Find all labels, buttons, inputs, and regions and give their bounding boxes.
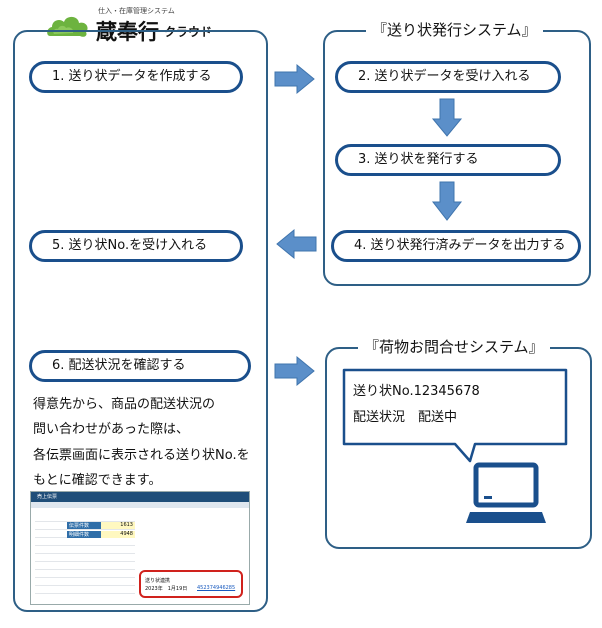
step-6-check-delivery: 6. 配送状況を確認する xyxy=(29,350,251,382)
send-slip-system-title: 『送り状発行システム』 xyxy=(366,19,543,40)
thumbnail-toolbar xyxy=(31,502,249,508)
tracking-highlight: 送り状連携 2023年 1月19日 452374946285 xyxy=(139,570,243,598)
description-line-1: 得意先から、商品の配送状況の xyxy=(33,397,216,412)
thumbnail-value-2: 4948 xyxy=(101,531,135,538)
step-2-receive-data: 2. 送り状データを受け入れる xyxy=(335,61,561,93)
bubble-delivery-status: 配送状況 配送中 xyxy=(353,410,458,425)
thumbnail-value-1: 1613 xyxy=(101,522,135,529)
step-4-output-data: 4. 送り状発行済みデータを出力する xyxy=(331,230,581,262)
description-line-3: 各伝票画面に表示される送り状No.を xyxy=(33,448,250,463)
thumbnail-label-2: 明細件数 xyxy=(67,531,101,538)
tracking-label: 送り状連携 xyxy=(145,578,171,584)
arrow-right-1-to-2 xyxy=(274,63,315,95)
step-1-create-data: 1. 送り状データを作成する xyxy=(29,61,243,93)
kurabugyo-panel xyxy=(13,30,268,612)
thumbnail-label-1: 伝票件数 xyxy=(67,522,101,529)
tracking-number-link: 452374946285 xyxy=(197,585,236,591)
description-line-4: もとに確認できます。 xyxy=(33,473,162,488)
arrow-right-6-to-inquiry xyxy=(274,355,315,387)
description-line-2: 問い合わせがあった際は、 xyxy=(33,422,190,437)
package-inquiry-panel xyxy=(325,347,592,549)
bubble-tracking-number: 送り状No.12345678 xyxy=(353,384,480,399)
logo-suffix: クラウド xyxy=(164,25,213,39)
package-inquiry-title: 『荷物お問合せシステム』 xyxy=(358,336,550,357)
thumbnail-header: 売上伝票 xyxy=(31,492,249,502)
tracking-date: 2023年 1月19日 xyxy=(145,586,188,592)
slip-screen-thumbnail: 売上伝票 伝票件数 1613 明細件数 4948 送り状連携 2023年 1月1… xyxy=(30,491,250,605)
arrow-left-4-to-5 xyxy=(276,228,317,260)
step-5-receive-number: 5. 送り状No.を受け入れる xyxy=(29,230,243,262)
step-3-issue-slip: 3. 送り状を発行する xyxy=(335,144,561,176)
logo-subtitle: 仕入・在庫管理システム xyxy=(98,7,175,15)
